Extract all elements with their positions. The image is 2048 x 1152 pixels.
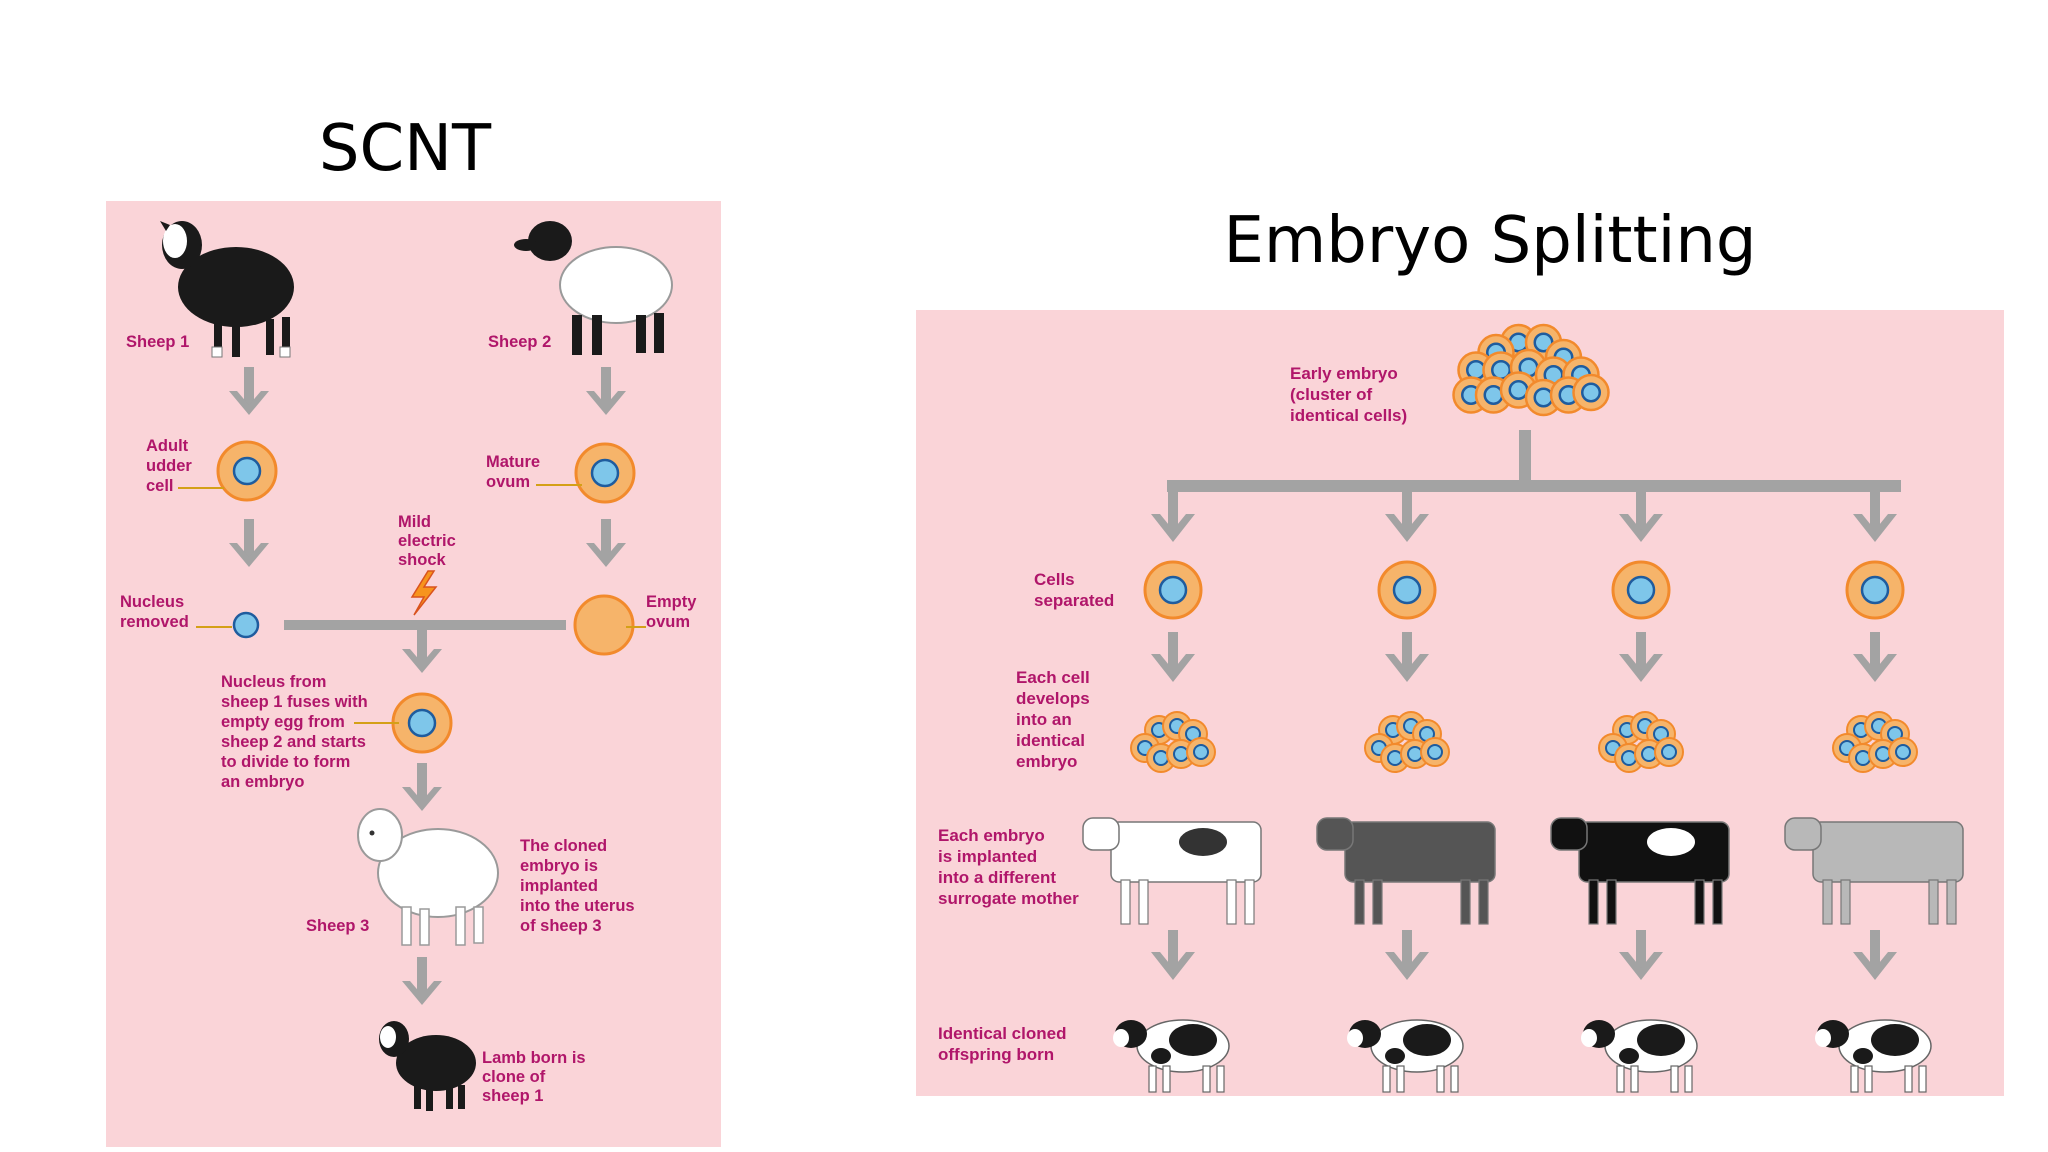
- surrogate-cow-1-head: [1082, 817, 1120, 851]
- fusion-label: Nucleus from sheep 1 fuses with empty eg…: [221, 673, 372, 791]
- lightning-bolt-icon: [410, 570, 438, 616]
- surrogate-cow-1-patch: [1179, 828, 1227, 856]
- surrogate-cow-2-leg-2: [1372, 879, 1383, 925]
- offspring-label: Identical cloned offspring born: [938, 1024, 1071, 1064]
- surrogate-cow-3-illustration: [1578, 821, 1730, 883]
- implanted-mother-label: Each embryo is implanted into a differen…: [938, 826, 1079, 908]
- surrogate-cow-1-leg-1: [1120, 879, 1131, 925]
- empty-ovum-label: Empty ovum: [646, 593, 701, 631]
- separated-cell-2-icon: [1377, 560, 1437, 620]
- sheep-3-label: Sheep 3: [306, 917, 369, 935]
- surrogate-cow-2-leg-4: [1478, 879, 1489, 925]
- surrogate-cow-1-illustration: [1110, 821, 1262, 883]
- separated-cell-3-icon: [1611, 560, 1671, 620]
- split-trunk: [1519, 430, 1531, 490]
- surrogate-cow-2-illustration: [1344, 821, 1496, 883]
- surrogate-cow-2-leg-3: [1460, 879, 1471, 925]
- sheep-3-white-illustration: [357, 808, 499, 946]
- sheep-1-black-illustration: [160, 221, 294, 358]
- scnt-panel-background: [106, 201, 721, 1147]
- surrogate-cow-3-leg-4: [1712, 879, 1723, 925]
- develops-label: Each cell develops into an identical emb…: [1016, 668, 1094, 771]
- surrogate-cow-1-leg-3: [1226, 879, 1237, 925]
- mild-shock-label: Mild electric shock: [398, 513, 460, 569]
- separated-cell-1-icon: [1143, 560, 1203, 620]
- early-embryo-label: Early embryo (cluster of identical cells…: [1290, 364, 1407, 425]
- embryo-splitting-title: Embryo Splitting: [1223, 204, 1757, 278]
- surrogate-cow-2-head: [1316, 817, 1354, 851]
- mature-ovum-label: Mature ovum: [486, 453, 545, 491]
- empty-ovum-icon: [573, 594, 635, 656]
- lamb-black-illustration: [379, 1021, 476, 1111]
- cells-separated-label: Cells separated: [1034, 570, 1114, 610]
- mature-ovum-icon: [574, 442, 636, 504]
- surrogate-cow-3-head: [1550, 817, 1588, 851]
- embryo-panel-background: [916, 310, 2004, 1096]
- surrogate-cow-1-leg-2: [1138, 879, 1149, 925]
- nucleus-removed-label: Nucleus removed: [120, 593, 189, 631]
- surrogate-cow-3-leg-3: [1694, 879, 1705, 925]
- surrogate-cow-2-leg-1: [1354, 879, 1365, 925]
- split-bar: [1167, 480, 1901, 492]
- surrogate-cow-3-leg-1: [1588, 879, 1599, 925]
- sheep-2-white-illustration: [514, 221, 673, 355]
- sheep-2-label: Sheep 2: [488, 333, 551, 351]
- surrogate-cow-3-leg-2: [1606, 879, 1617, 925]
- adult-udder-cell-icon: [216, 440, 278, 502]
- sheep-1-label: Sheep 1: [126, 333, 189, 351]
- surrogate-cow-4-leg-3: [1928, 879, 1939, 925]
- implanted-label: The cloned embryo is implanted into the …: [520, 837, 639, 935]
- separated-cell-4-icon: [1845, 560, 1905, 620]
- nucleus-removed-icon: [232, 611, 260, 639]
- surrogate-cow-4-leg-1: [1822, 879, 1833, 925]
- lamb-label: Lamb born is clone of sheep 1: [482, 1049, 590, 1105]
- surrogate-cow-3-patch: [1647, 828, 1695, 856]
- surrogate-cow-4-leg-2: [1840, 879, 1851, 925]
- surrogate-cow-4-head: [1784, 817, 1822, 851]
- scnt-title: SCNT: [318, 112, 492, 186]
- scnt-diagram: Sheep 1 Sheep 2 Adult udder cell Mature …: [106, 201, 721, 1147]
- surrogate-cow-1-leg-4: [1244, 879, 1255, 925]
- surrogate-cow-4-illustration: [1812, 821, 1964, 883]
- embryo-splitting-diagram: Early embryo (cluster of identical cells…: [916, 310, 2004, 1096]
- adult-udder-cell-label: Adult udder cell: [146, 437, 196, 495]
- fused-embryo-cell-icon: [391, 692, 453, 754]
- surrogate-cow-4-leg-4: [1946, 879, 1957, 925]
- embryo-columns: [1082, 492, 1964, 1093]
